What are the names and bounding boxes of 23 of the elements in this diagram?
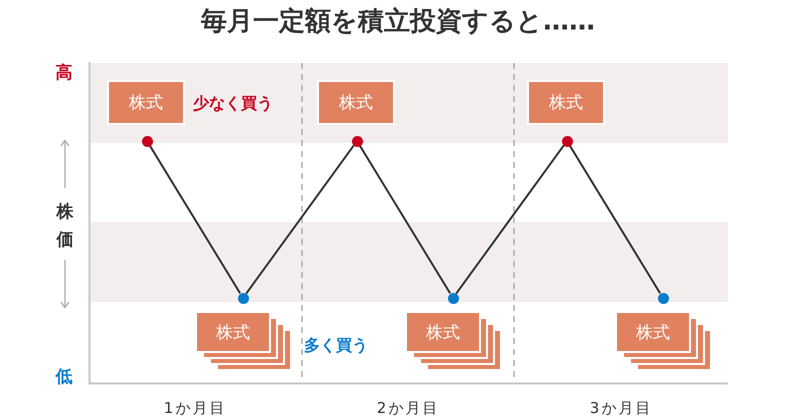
connector-line [245, 144, 355, 294]
stock-card: 株式 [107, 80, 185, 125]
stock-card: 株式 [317, 80, 395, 125]
connector-line [569, 145, 661, 294]
card-stack [195, 311, 292, 371]
stock-card: 株式 [527, 80, 605, 125]
connector-line [359, 145, 451, 294]
title: 毎月一定額を積立投資すると…… [201, 6, 595, 38]
connector-line [455, 144, 565, 294]
axis-label: 1か月目 [162, 399, 226, 417]
axis-label: 3か月目 [588, 399, 652, 417]
card-stack [405, 311, 502, 371]
stock-card: 株式 [195, 311, 271, 353]
stock-card: 株式 [615, 311, 691, 353]
card-stack [615, 311, 712, 371]
annotation-text: 多く買う [304, 335, 368, 355]
connector-line [149, 145, 241, 294]
axis-label: 2か月目 [376, 399, 440, 417]
axis-label: 株価 [56, 201, 74, 252]
annotation-text: 低 [56, 366, 72, 388]
annotation-text: 少なく買う [193, 93, 273, 113]
stock-card: 株式 [405, 311, 481, 353]
annotation-text: 高 [56, 62, 72, 84]
